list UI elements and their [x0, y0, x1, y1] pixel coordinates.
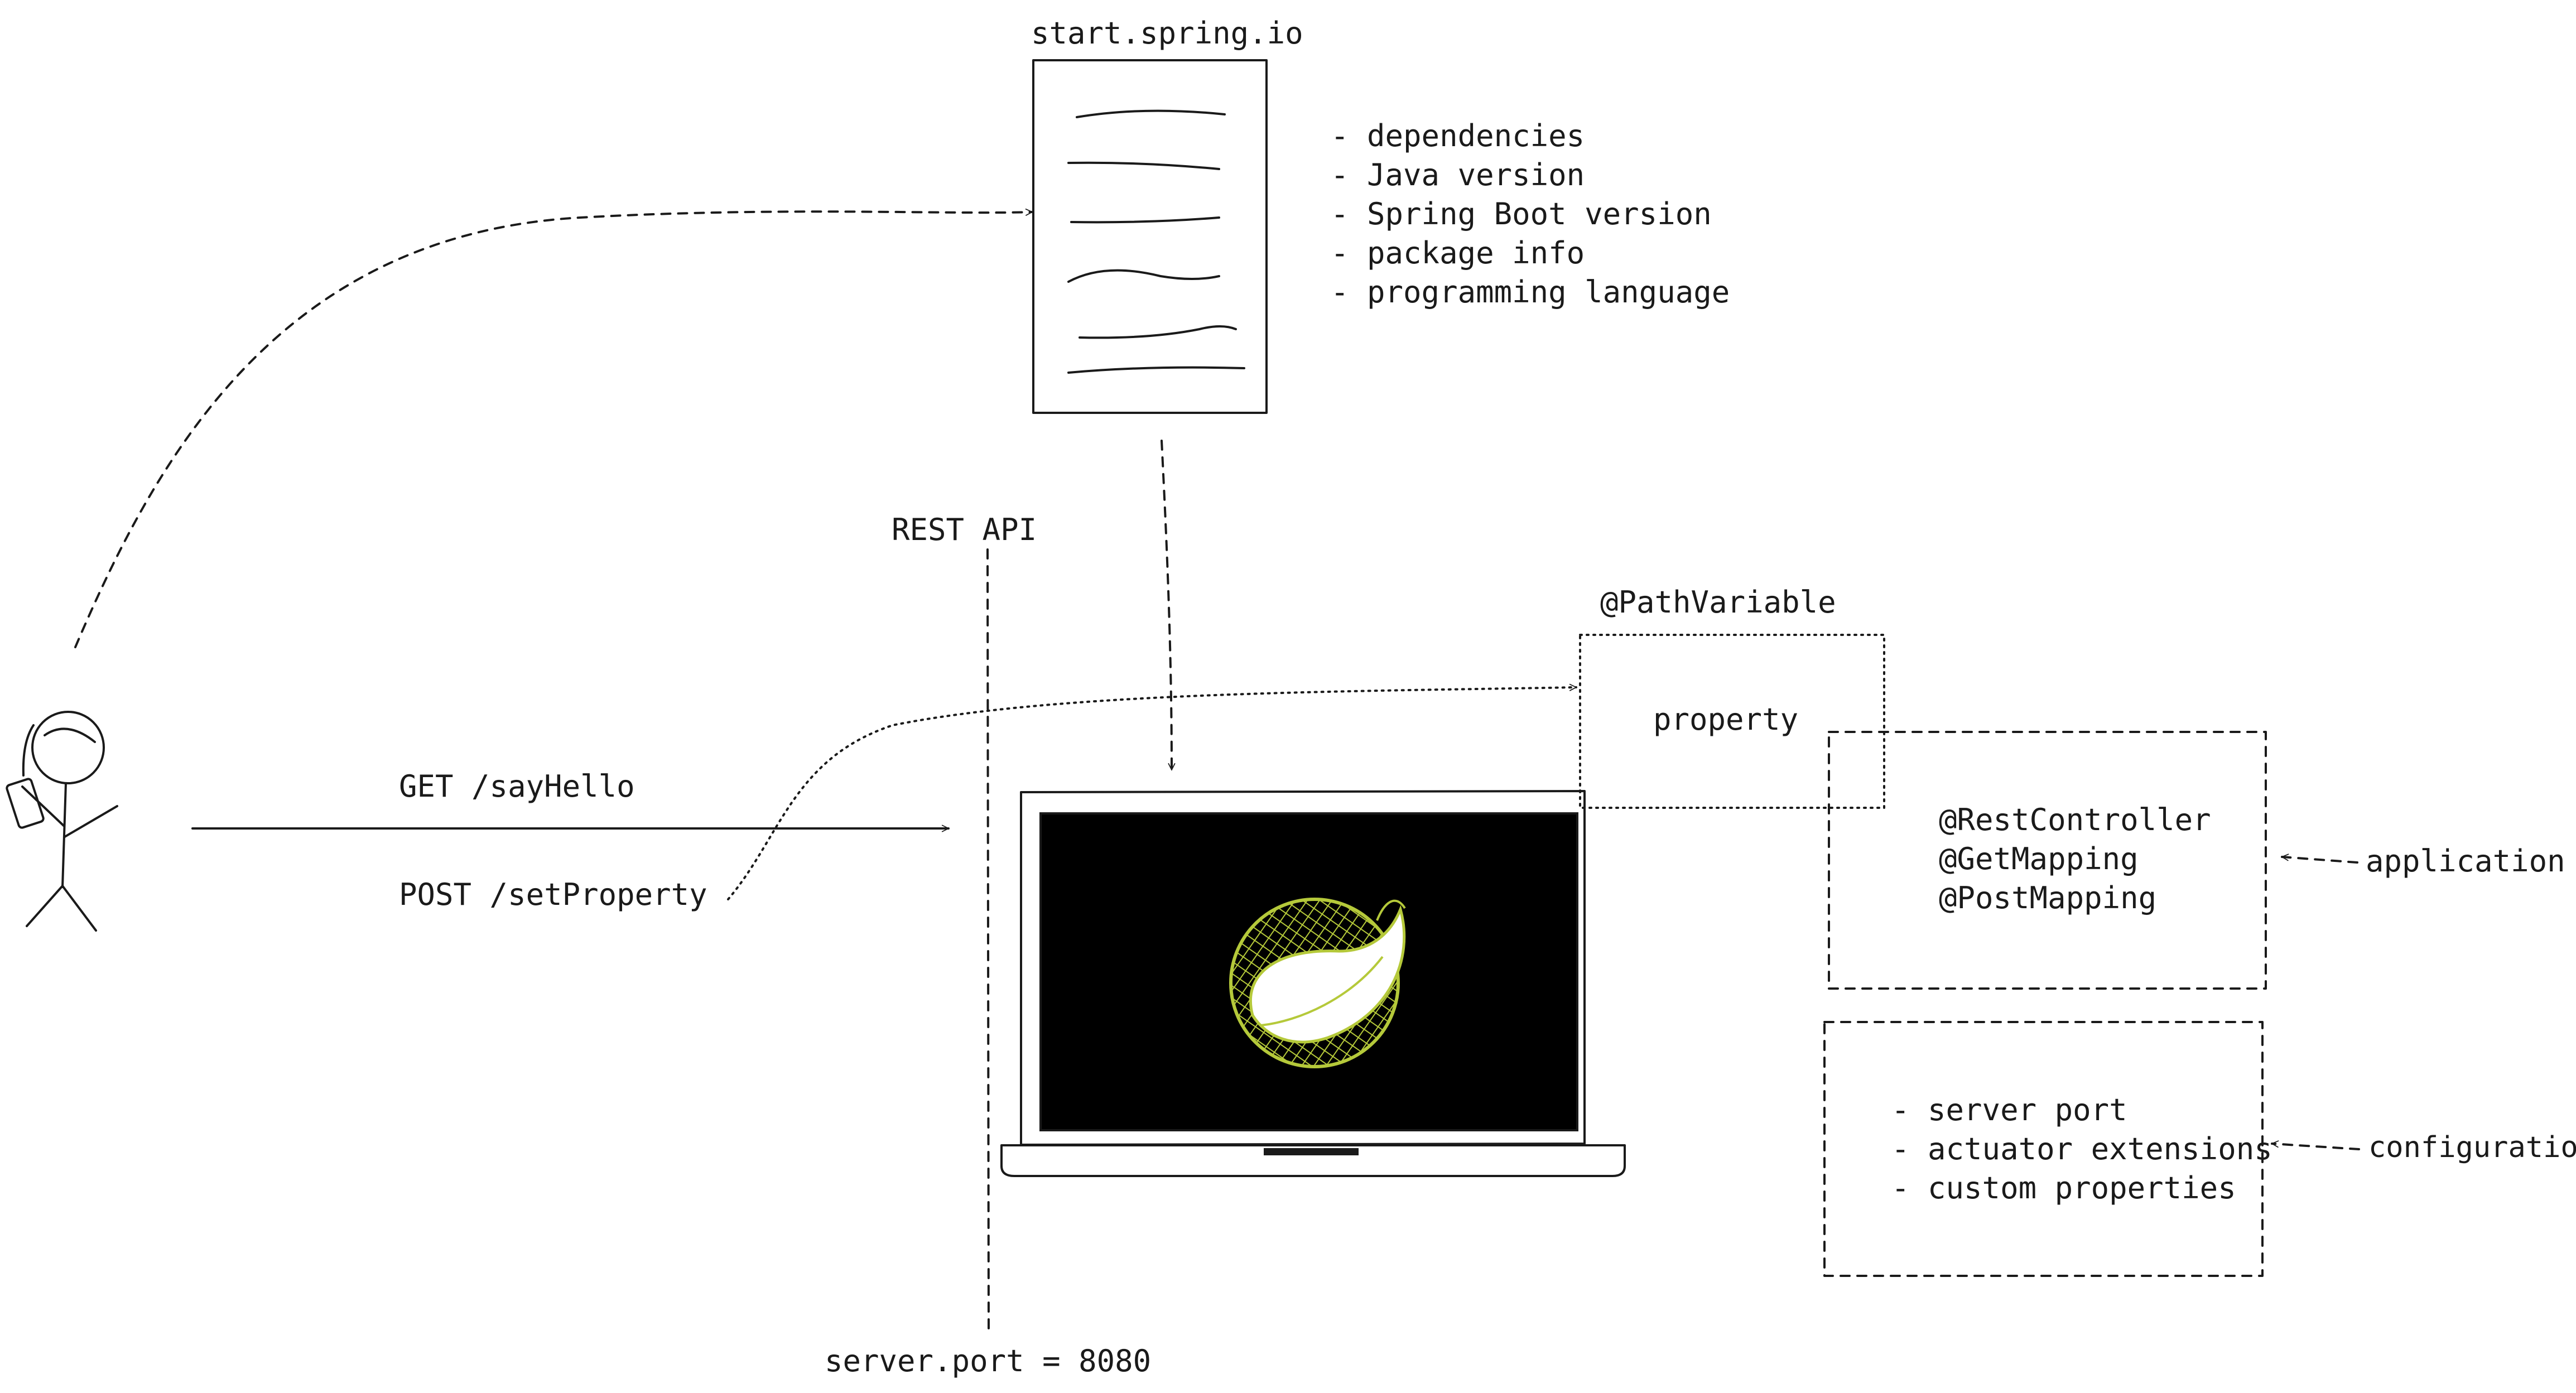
post-request-label: POST /setProperty — [399, 877, 707, 912]
configuration-box — [1823, 1021, 2264, 1277]
configuration-arrow — [2271, 1144, 2360, 1150]
config-item: - server port — [1891, 1092, 2127, 1127]
start-to-laptop-arrow — [1161, 440, 1172, 771]
start-title: start.spring.io — [1031, 16, 1303, 51]
annotation-item: @GetMapping — [1939, 841, 2139, 876]
application-box — [1828, 731, 2267, 990]
start-option: - package info — [1331, 235, 1585, 271]
configuration-label: configuration — [2368, 1131, 2576, 1164]
annotation-item: @RestController — [1939, 802, 2211, 837]
spring-leaf-logo-icon — [1229, 898, 1406, 1068]
get-request-label: GET /sayHello — [399, 769, 635, 804]
rest-api-boundary-line — [986, 548, 990, 1332]
property-box — [1579, 634, 1885, 809]
property-label: property — [1653, 702, 1798, 737]
config-item: - custom properties — [1891, 1170, 2236, 1206]
config-item: - actuator extensions — [1891, 1131, 2272, 1167]
config-list: - server port - actuator extensions - cu… — [1891, 1092, 2272, 1206]
stick-figure-icon — [6, 711, 118, 932]
application-arrow — [2281, 857, 2358, 864]
application-label: application — [2366, 843, 2565, 879]
start-option: - Spring Boot version — [1331, 196, 1712, 232]
start-options-list: - dependencies - Java version - Spring B… — [1331, 118, 1730, 310]
start-option: - dependencies — [1331, 118, 1585, 153]
path-variable-label: @PathVariable — [1600, 585, 1836, 620]
user-to-start-arrow — [74, 211, 1033, 648]
server-port-label: server.port = 8080 — [825, 1343, 1151, 1378]
post-to-property-arrow — [727, 687, 1577, 900]
annotations-list: @RestController @GetMapping @PostMapping — [1939, 802, 2211, 915]
annotation-item: @PostMapping — [1939, 880, 2156, 915]
rest-api-label: REST API — [892, 512, 1037, 547]
start-option: - Java version — [1331, 157, 1585, 192]
document-icon — [1032, 59, 1268, 414]
start-option: - programming language — [1331, 274, 1730, 310]
